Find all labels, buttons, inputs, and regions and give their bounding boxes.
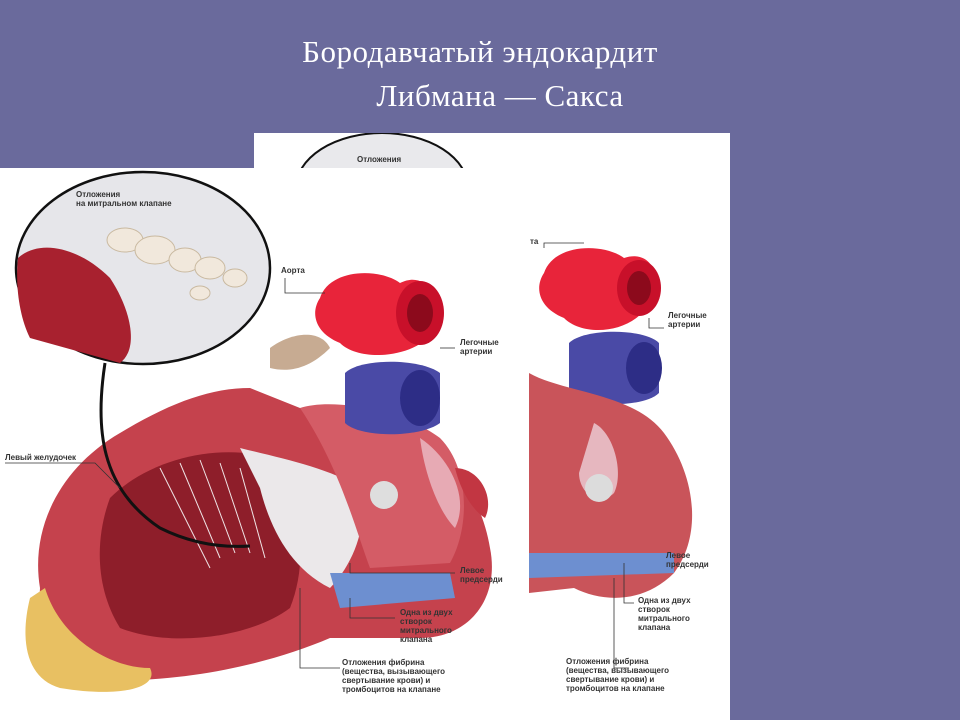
- chordae-tendineae: [159, 459, 266, 569]
- heart-illustration-front: [5, 170, 492, 692]
- slide-title: Бородавчатый эндокардит Либмана — Сакса: [200, 30, 760, 118]
- pulmonary-opening: [400, 370, 440, 426]
- ventricle-cavity: [99, 452, 301, 639]
- label-atrium-back: Левое предсерди: [666, 551, 709, 569]
- label-pulmonary-back: Легочные артерии: [668, 311, 707, 329]
- title-line-1: Бородавчатый эндокардит: [302, 34, 658, 69]
- label-inset-deposits: Отложения на митральном клапане: [76, 190, 172, 208]
- label-mitral-leaflet: Одна из двух створок митрального клапана: [400, 608, 453, 644]
- valve-nodule-back: [585, 474, 613, 502]
- inset-muscle: [17, 247, 131, 363]
- pulmonary-opening-back: [626, 342, 662, 394]
- valve-nodule: [370, 481, 398, 509]
- vessel-lobe: [455, 468, 489, 518]
- vein: [330, 573, 455, 608]
- vessel-beige: [270, 334, 330, 370]
- label-fibrin-back: Отложения фибрина (вещества, вызывающего…: [566, 657, 670, 693]
- vein-back: [529, 553, 674, 578]
- aorta-lumen-back: [627, 271, 651, 305]
- inset-connector: [99, 362, 251, 548]
- valve-region: [240, 448, 363, 588]
- label-left-atrium: Левое предсерди: [460, 566, 503, 584]
- title-line-2: Либмана — Сакса: [376, 78, 624, 113]
- atrium-wall: [420, 438, 461, 528]
- label-fibrin-deposits: Отложения фибрина (вещества, вызывающего…: [342, 658, 446, 694]
- label-left-ventricle: Левый желудочек: [5, 453, 77, 462]
- label-pulmonary-arteries: Легочные артерии: [460, 338, 499, 356]
- label-aorta-back: та: [530, 237, 539, 246]
- aorta-lumen: [407, 294, 433, 332]
- illustration-front: Отложения на митральном клапане Аорта Ле…: [0, 168, 528, 720]
- inset-vegetations: [106, 227, 248, 301]
- label-aorta: Аорта: [281, 266, 305, 275]
- label-leaflet-back: Одна из двух створок митрального клапана: [638, 596, 691, 632]
- label-inset-back: Отложения: [357, 155, 402, 164]
- fat-tissue: [25, 588, 152, 692]
